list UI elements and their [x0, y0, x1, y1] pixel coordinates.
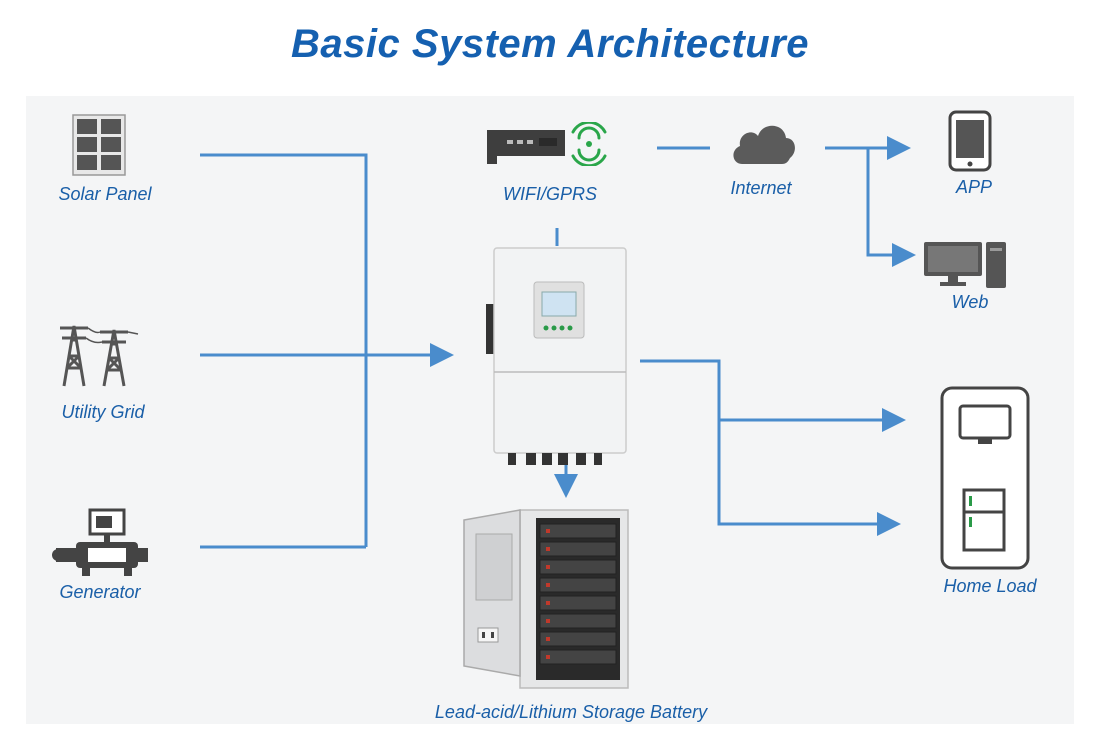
web-label: Web	[951, 292, 989, 312]
generator-label: Generator	[59, 582, 141, 602]
solar-panel-label: Solar Panel	[58, 184, 152, 204]
refrigerator-icon	[962, 488, 1006, 552]
phone-icon	[948, 110, 992, 172]
home-load-icon	[940, 386, 1030, 570]
internet-label: Internet	[730, 178, 792, 198]
diagram-title: Basic System Architecture	[291, 22, 809, 66]
solar-panel-icon	[72, 114, 126, 176]
internet-to-web-line	[866, 148, 916, 267]
app-label: APP	[955, 177, 993, 197]
cloud-icon	[733, 125, 795, 164]
inverter-to-load-line	[640, 359, 901, 536]
generator-icon	[52, 508, 148, 576]
battery-label: Lead-acid/Lithium Storage Battery	[434, 702, 708, 722]
wifi-dongle-icon	[487, 122, 607, 166]
utility-grid-label: Utility Grid	[61, 402, 145, 422]
inverter-icon	[486, 247, 627, 465]
tv-icon	[958, 404, 1012, 444]
solar-to-bus-line	[200, 153, 368, 547]
wifi-gprs-label: WIFI/GPRS	[503, 184, 597, 204]
transmission-tower-icon	[60, 325, 139, 387]
computer-icon	[924, 242, 1006, 288]
battery-cabinet-icon	[463, 509, 629, 689]
home-load-label: Home Load	[943, 576, 1037, 596]
